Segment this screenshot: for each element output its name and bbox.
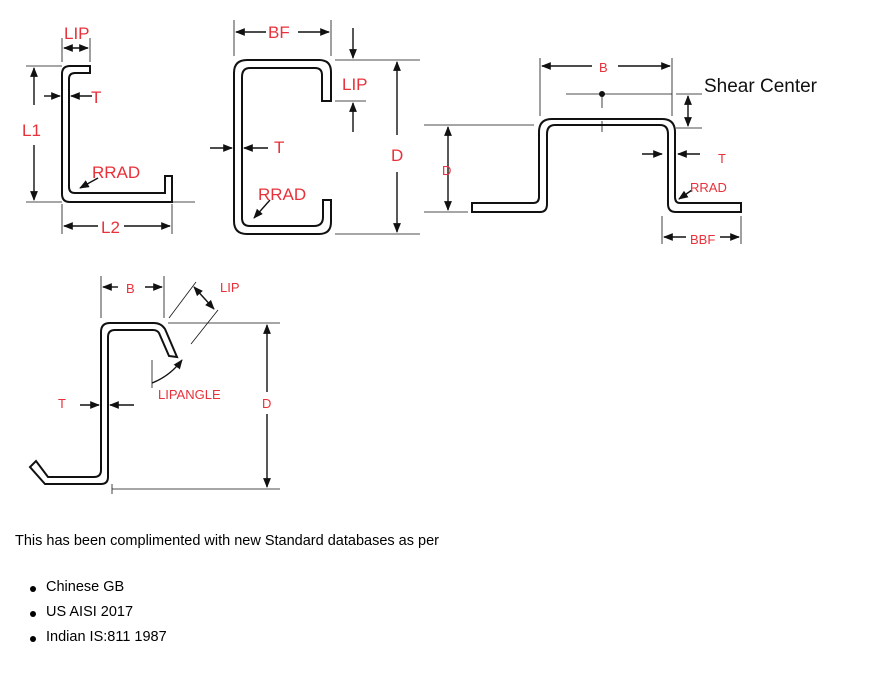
hat-bbf-label: BBF xyxy=(690,232,715,247)
channel-d-label: D xyxy=(391,146,403,165)
hat-section xyxy=(424,58,742,244)
zed-section-outline xyxy=(28,322,179,485)
section-diagrams: LIP T L1 RRAD L2 BF LIP T D RRAD xyxy=(22,20,818,494)
channel-lip-label: LIP xyxy=(342,75,368,94)
list-item: Chinese GB xyxy=(0,579,167,604)
zed-b-label: B xyxy=(126,281,135,296)
angle-section-outline xyxy=(61,65,173,203)
standard-label: US AISI 2017 xyxy=(46,604,134,620)
angle-rrad-leader xyxy=(79,177,99,189)
zed-lip-label: LIP xyxy=(220,280,240,295)
hat-shear-center-label: Shear Center xyxy=(704,76,818,97)
standard-label: Chinese GB xyxy=(46,579,125,595)
zed-lip-dim xyxy=(193,286,215,310)
channel-bf-label: BF xyxy=(268,23,290,42)
channel-t-label: T xyxy=(274,138,284,157)
hat-d-label: D xyxy=(442,163,451,178)
angle-rrad-label: RRAD xyxy=(92,163,140,182)
zed-d-label: D xyxy=(262,396,271,411)
intro-text: This has been complimented with new Stan… xyxy=(15,533,439,549)
channel-rrad-label: RRAD xyxy=(258,185,306,204)
bullet-icon xyxy=(30,611,36,617)
hat-section-outline xyxy=(471,118,742,213)
zed-t-label: T xyxy=(58,396,66,411)
bullet-icon xyxy=(30,636,36,642)
channel-section-outline xyxy=(233,59,332,235)
angle-t-label: T xyxy=(91,88,101,107)
hat-t-label: T xyxy=(718,151,726,166)
list-item: Indian IS:811 1987 xyxy=(0,629,167,654)
angle-l2-label: L2 xyxy=(101,218,120,237)
zed-section xyxy=(28,276,280,494)
standard-label: Indian IS:811 1987 xyxy=(46,629,167,645)
standards-list: Chinese GB US AISI 2017 Indian IS:811 19… xyxy=(0,579,167,654)
list-item: US AISI 2017 xyxy=(0,604,167,629)
bullet-icon xyxy=(30,586,36,592)
channel-section xyxy=(210,20,420,235)
shear-center-point xyxy=(599,91,605,97)
channel-rrad-leader xyxy=(253,199,271,219)
angle-section xyxy=(26,38,195,234)
zed-lipangle-arc xyxy=(151,359,183,384)
hat-rrad-label: RRAD xyxy=(690,180,727,195)
zed-lipangle-label: LIPANGLE xyxy=(158,387,221,402)
angle-lip-label: LIP xyxy=(64,24,90,43)
hat-rrad-leader xyxy=(678,189,693,200)
angle-l1-label: L1 xyxy=(22,121,41,140)
hat-b-label: B xyxy=(599,60,608,75)
